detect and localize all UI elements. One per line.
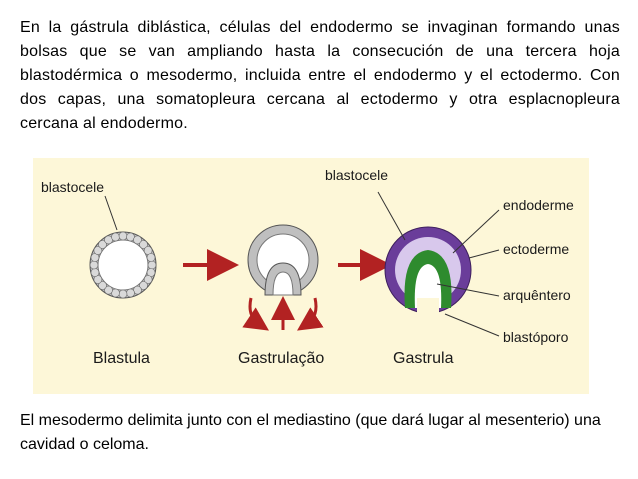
ectoderme-label: ectoderme (503, 241, 569, 257)
blastocele-left-label: blastocele (41, 179, 104, 195)
blastula-cell (126, 288, 135, 298)
blastula-cell (111, 232, 120, 242)
closing-paragraph: El mesodermo delimita junto con el media… (20, 412, 601, 453)
gastrulation-figure: blastocele blastocele endoderme (33, 158, 589, 394)
stage-gastrula-label: Gastrula (393, 350, 454, 367)
blastula-cell (118, 231, 128, 241)
blastoporo-label: blastóporo (503, 329, 569, 345)
blastula-cell (118, 289, 128, 299)
endoderme-label: endoderme (503, 197, 574, 213)
stage-gastrulation-label: Gastrulação (238, 350, 324, 367)
blastula-cell (143, 275, 153, 284)
blastula-illustration (89, 231, 157, 299)
blastula-cell (147, 260, 157, 270)
blastocele-right-pointer (377, 191, 406, 241)
gastrulation-diagram: blastocele blastocele endoderme (41, 167, 574, 367)
arquentero-label: arquêntero (503, 287, 571, 303)
gastrulation-illustration (242, 224, 324, 331)
intro-paragraph: En la gástrula diblástica, células del e… (20, 19, 620, 132)
gastrula-illustration (384, 226, 472, 316)
blastula-cell (146, 253, 156, 262)
blastula-cell (93, 246, 103, 255)
blastula-cell (98, 240, 107, 249)
blastula-cell (133, 235, 142, 245)
blastula-cell (98, 281, 107, 290)
blastula-cell (139, 281, 148, 290)
blastula-cell (139, 240, 148, 249)
blastula-cell (90, 268, 100, 277)
blastula-cell (89, 260, 99, 270)
blastocele-right-label: blastocele (325, 167, 388, 183)
blastula-cell (104, 285, 113, 295)
stage-blastula-label: Blastula (93, 350, 150, 367)
blastocele-left-pointer (104, 195, 118, 231)
